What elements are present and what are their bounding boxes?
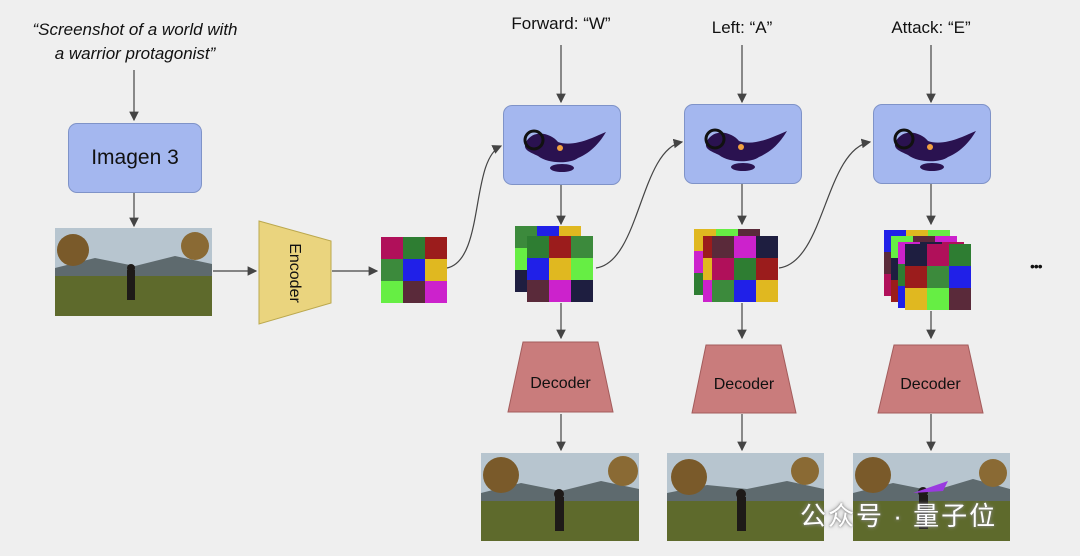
latent-cell: [425, 259, 447, 281]
encoder-shape: [258, 220, 332, 325]
latent-cell: [756, 236, 778, 258]
more-steps-ellipsis: •••: [1030, 258, 1043, 274]
latent-cell: [381, 237, 403, 259]
latent-cell: [949, 244, 971, 266]
encoder-label: Encoder: [286, 243, 303, 303]
latent-cell: [571, 236, 593, 258]
arrow-latent-2-to-genie-3: [778, 138, 872, 269]
latent-grids: [381, 226, 971, 310]
latent-cell: [549, 236, 571, 258]
latent-cell: [527, 258, 549, 280]
game-frame-image: [55, 228, 212, 316]
latent-grid-step3-layer4: [905, 244, 971, 310]
game-frame-image: [853, 453, 1010, 541]
decoder-label-3: Decoder: [900, 376, 961, 393]
latent-cell: [927, 288, 949, 310]
latent-grid-initial: [381, 237, 447, 303]
genie-lamp-icon: [704, 128, 787, 171]
latent-cell: [712, 280, 734, 302]
arrow-latent-1-to-genie-2: [595, 138, 684, 269]
latent-cell: [756, 258, 778, 280]
latent-cell: [381, 259, 403, 281]
output-frame-1: [481, 453, 639, 541]
latent-cell: [949, 288, 971, 310]
watermark: 公众号 · 量子位: [800, 501, 998, 531]
latent-cell: [425, 237, 447, 259]
imagen-label: Imagen 3: [91, 146, 179, 169]
latent-grid-step2-front: [712, 236, 778, 302]
arrow-latent-to-genie-1: [446, 145, 503, 269]
game-frame-image: [667, 453, 824, 541]
genie-model-box-1: [503, 105, 621, 185]
prompt-line-2: a warrior protagonist”: [54, 44, 216, 63]
latent-cell: [527, 236, 549, 258]
game-frame-image: [55, 228, 212, 316]
decoder-shape-3: [877, 344, 984, 414]
latent-cell: [756, 280, 778, 302]
latent-cell: [527, 280, 549, 302]
action-label-2: Left: “A”: [711, 18, 773, 37]
genie-model-box-2: [684, 104, 802, 184]
game-frame-image: [481, 453, 639, 541]
genie-lamp-icon: [893, 128, 976, 171]
latent-cell: [905, 244, 927, 266]
latent-cell: [905, 266, 927, 288]
latent-cell: [549, 258, 571, 280]
latent-cell: [571, 280, 593, 302]
latent-cell: [734, 258, 756, 280]
latent-cell: [949, 266, 971, 288]
latent-cell: [734, 236, 756, 258]
latent-cell: [905, 288, 927, 310]
latent-cell: [403, 259, 425, 281]
latent-cell: [403, 281, 425, 303]
latent-grid-step1-front: [527, 236, 593, 302]
latent-cell: [734, 280, 756, 302]
prompt-line-1: “Screenshot of a world with: [32, 20, 238, 39]
latent-cell: [571, 258, 593, 280]
latent-cell: [712, 258, 734, 280]
latent-cell: [549, 280, 571, 302]
latent-cell: [712, 236, 734, 258]
latent-cell: [425, 281, 447, 303]
latent-cell: [927, 266, 949, 288]
decoder-label-2: Decoder: [713, 376, 775, 393]
action-label-3: Attack: “E”: [891, 18, 971, 37]
latent-cell: [381, 281, 403, 303]
genie-lamp-icon: [523, 129, 606, 172]
latent-cell: [403, 237, 425, 259]
decoder-shape-1: [507, 341, 614, 413]
output-frame-2: [667, 453, 824, 541]
decoder-shape-2: [691, 344, 797, 414]
output-frame-3: [853, 453, 1010, 541]
decoder-label-1: Decoder: [530, 375, 591, 392]
action-label-1: Forward: “W”: [511, 14, 611, 33]
imagen-3-box: Imagen 3: [68, 123, 202, 193]
latent-cell: [927, 244, 949, 266]
text-prompt: “Screenshot of a world with a warrior pr…: [10, 18, 260, 66]
genie-model-box-3: [873, 104, 991, 184]
